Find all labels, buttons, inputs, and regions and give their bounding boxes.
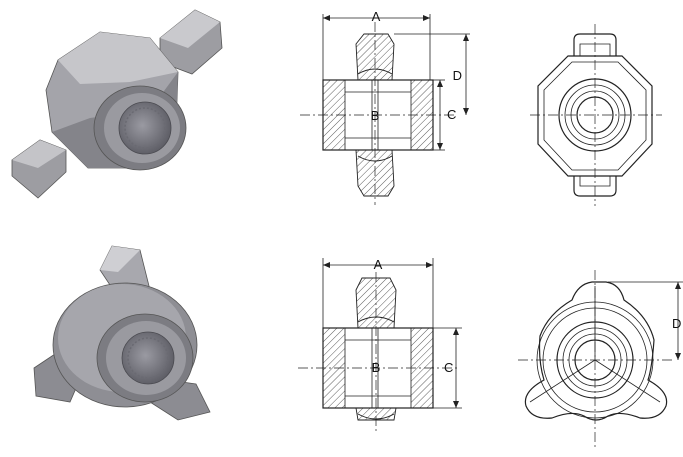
dimension-label-c: C [444, 360, 453, 375]
dimension-label-a: A [372, 9, 381, 24]
dimension-label-d: D [672, 316, 681, 331]
section-label-b: B [371, 108, 380, 123]
hammer-union-3d-render [33, 245, 211, 421]
wing-union-section-view [300, 14, 470, 205]
wing-union-end-view [530, 24, 662, 206]
wing-union-3d-render [11, 9, 223, 199]
dimension-label-c: C [447, 107, 456, 122]
hammer-union-section-view [298, 258, 462, 432]
dimension-label-a: A [374, 257, 383, 272]
dimension-label-d: D [453, 68, 462, 83]
section-label-b: B [372, 360, 381, 375]
hammer-union-end-view [518, 270, 683, 448]
